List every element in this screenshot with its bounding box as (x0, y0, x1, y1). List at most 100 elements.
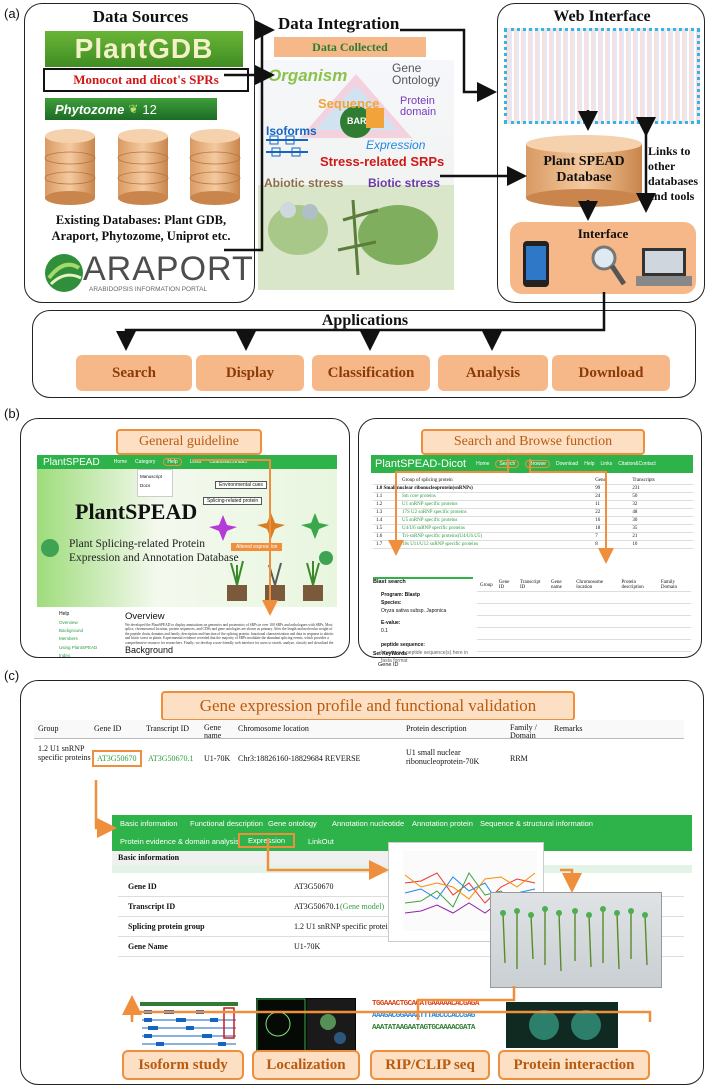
abiotic-stress-label: Abiotic stress (264, 176, 344, 190)
protein-domain-label: Protein domain (400, 95, 437, 118)
blast-form[interactable]: Program: Blastp Species: Oryza sativa su… (381, 592, 468, 664)
existing-databases-text: Existing Databases: Plant GDB, Araport, … (51, 213, 231, 243)
altered-expression-label: Altered expression (231, 543, 283, 551)
hero-title: PlantSPEAD (75, 499, 198, 524)
guideline-navbar: PlantSPEAD Home Category Help Links Cita… (37, 455, 337, 469)
detail-tabbar: Basic information Functional description… (112, 815, 692, 851)
database-cylinders-icon (44, 129, 241, 205)
nav-citation[interactable]: Citation&Contact (209, 459, 247, 465)
panel-a-arrows (116, 20, 656, 351)
nav-download[interactable]: Download (555, 461, 579, 467)
interface-label: Interface (577, 226, 629, 241)
nav-help-2[interactable]: Help (584, 461, 595, 467)
bar-label: BAR (347, 116, 367, 126)
web-interface-box: Web Interface Plant SPEAD Database Links… (497, 3, 705, 303)
data-integration-illustration: Organism Gene Ontology Sequence Protein … (258, 60, 454, 290)
panel-c-connectors (94, 780, 652, 1022)
help-section-label: Help (59, 611, 70, 617)
nav-links[interactable]: Links (189, 459, 202, 465)
app-download-button[interactable]: Download (552, 355, 670, 391)
blast-search-title: Blast search (373, 577, 473, 589)
database-label: Plant SPEAD Database (543, 154, 625, 185)
localization-label: Localization (252, 1050, 360, 1080)
tab-annotation-protein[interactable]: Annotation protein (412, 819, 473, 828)
nav-browse[interactable]: Browse (525, 460, 550, 468)
app-search-button[interactable]: Search (76, 355, 192, 391)
app-analysis-button[interactable]: Analysis (438, 355, 548, 391)
help-sidebar[interactable]: Overview Background Members Using PlantS… (59, 620, 98, 658)
applications-box: Applications (32, 310, 696, 398)
family-cell: RRM (510, 754, 528, 763)
protein-interaction-image (506, 1002, 618, 1048)
gene-table: Group Gene ID Transcript ID Gene name Ch… (34, 720, 684, 770)
gene-ontology-label: Gene Ontology (392, 61, 441, 87)
tab-functional-description[interactable]: Functional description (190, 819, 263, 828)
search-browse-box: Search and Browse function PlantSPEAD-Di… (358, 418, 702, 664)
laptop-icon (636, 248, 692, 286)
stress-srps-label: Stress-related SRPs (320, 154, 445, 169)
nav-links-2[interactable]: Links (600, 461, 613, 467)
nav-home[interactable]: Home (113, 459, 128, 465)
biotic-stress-label: Biotic stress (368, 176, 441, 190)
data-sources-box: Data Sources PlantGDB Monocot and dicot'… (24, 3, 255, 303)
nav-help[interactable]: Help (163, 458, 182, 466)
spr-label-box: Monocot and dicot's SPRs (43, 68, 249, 92)
tab-protein-evidence[interactable]: Protein evidence & domain analysis (120, 837, 239, 846)
nav-citation-2[interactable]: Citation&Contact (618, 461, 656, 467)
araport-globe-icon (45, 254, 83, 292)
group-cell: 1.2 U1 snRNP specific proteins (38, 744, 91, 762)
overview-title: Overview (125, 611, 165, 622)
description-cell: U1 small nuclear ribonucleoprotein-70K (406, 748, 480, 766)
isoforms-label: Isoforms (266, 124, 317, 138)
hero-right-circle-icon (319, 551, 333, 565)
plantgdb-logo: PlantGDB (45, 31, 243, 67)
panel-label-a: (a) (4, 6, 20, 21)
tab-linkout[interactable]: LinkOut (308, 837, 334, 846)
tab-sequence-structure[interactable]: Sequence & structural information (480, 819, 593, 828)
panel-b-connectors (193, 459, 614, 616)
sequence-label: Sequence (318, 96, 380, 111)
motif-logo-image: TGGAAACTGCACATGAAAAACACGAGA AAAGACGGAAAA… (372, 1000, 479, 1032)
data-sources-title: Data Sources (92, 7, 189, 26)
data-collected-label: Data Collected (274, 37, 426, 57)
protein-interaction-label: Protein interaction (498, 1050, 650, 1080)
links-to-other-databases-text: Links to other databases and tools (648, 144, 699, 203)
araport-logo: ARAPORT ARABIDOPSIS INFORMATION PORTAL (43, 250, 253, 296)
panel-label-b: (b) (4, 406, 20, 421)
leaf-icon: ❦ (128, 101, 139, 116)
location-cell: Chr3:18826160-18829684 REVERSE (238, 754, 361, 763)
magnifier-icon (591, 245, 626, 286)
tab-gene-ontology[interactable]: Gene ontology (268, 819, 317, 828)
app-display-button[interactable]: Display (196, 355, 304, 391)
tab-annotation-nucleotide[interactable]: Annotation nucleotide (332, 819, 405, 828)
phytozome-logo: Phytozome ❦ 12 (45, 98, 217, 120)
basic-info-title: Basic information (112, 851, 392, 865)
tab-basic-info[interactable]: Basic information (120, 819, 178, 828)
app-classification-button[interactable]: Classification (312, 355, 430, 391)
nav-home-2[interactable]: Home (476, 461, 490, 467)
tab-expression[interactable]: Expression (238, 833, 296, 848)
seedlings-photo (490, 892, 662, 988)
hero-subtitle: Plant Splicing-related Protein Expressio… (69, 538, 239, 564)
gene-id-link[interactable]: AT3G50670 (92, 750, 142, 767)
transcript-id-link[interactable]: AT3G50670.1 (148, 754, 194, 763)
splicing-protein-label: Splicing-related protein (203, 497, 263, 505)
organism-label: Organism (268, 66, 348, 85)
environmental-cues-label: Environmental cues (215, 481, 267, 489)
smartphone-icon (523, 241, 549, 287)
gene-expression-heading: Gene expression profile and functional v… (161, 691, 575, 721)
set-keywords-title: Set KeyWords (373, 651, 407, 657)
plantspead-database-icon (526, 135, 642, 207)
gene-id-label: Gene ID (378, 662, 399, 668)
gene-name-cell: U1-70K (204, 754, 231, 763)
localization-image (256, 998, 356, 1054)
nav-category[interactable]: Category (135, 459, 156, 465)
